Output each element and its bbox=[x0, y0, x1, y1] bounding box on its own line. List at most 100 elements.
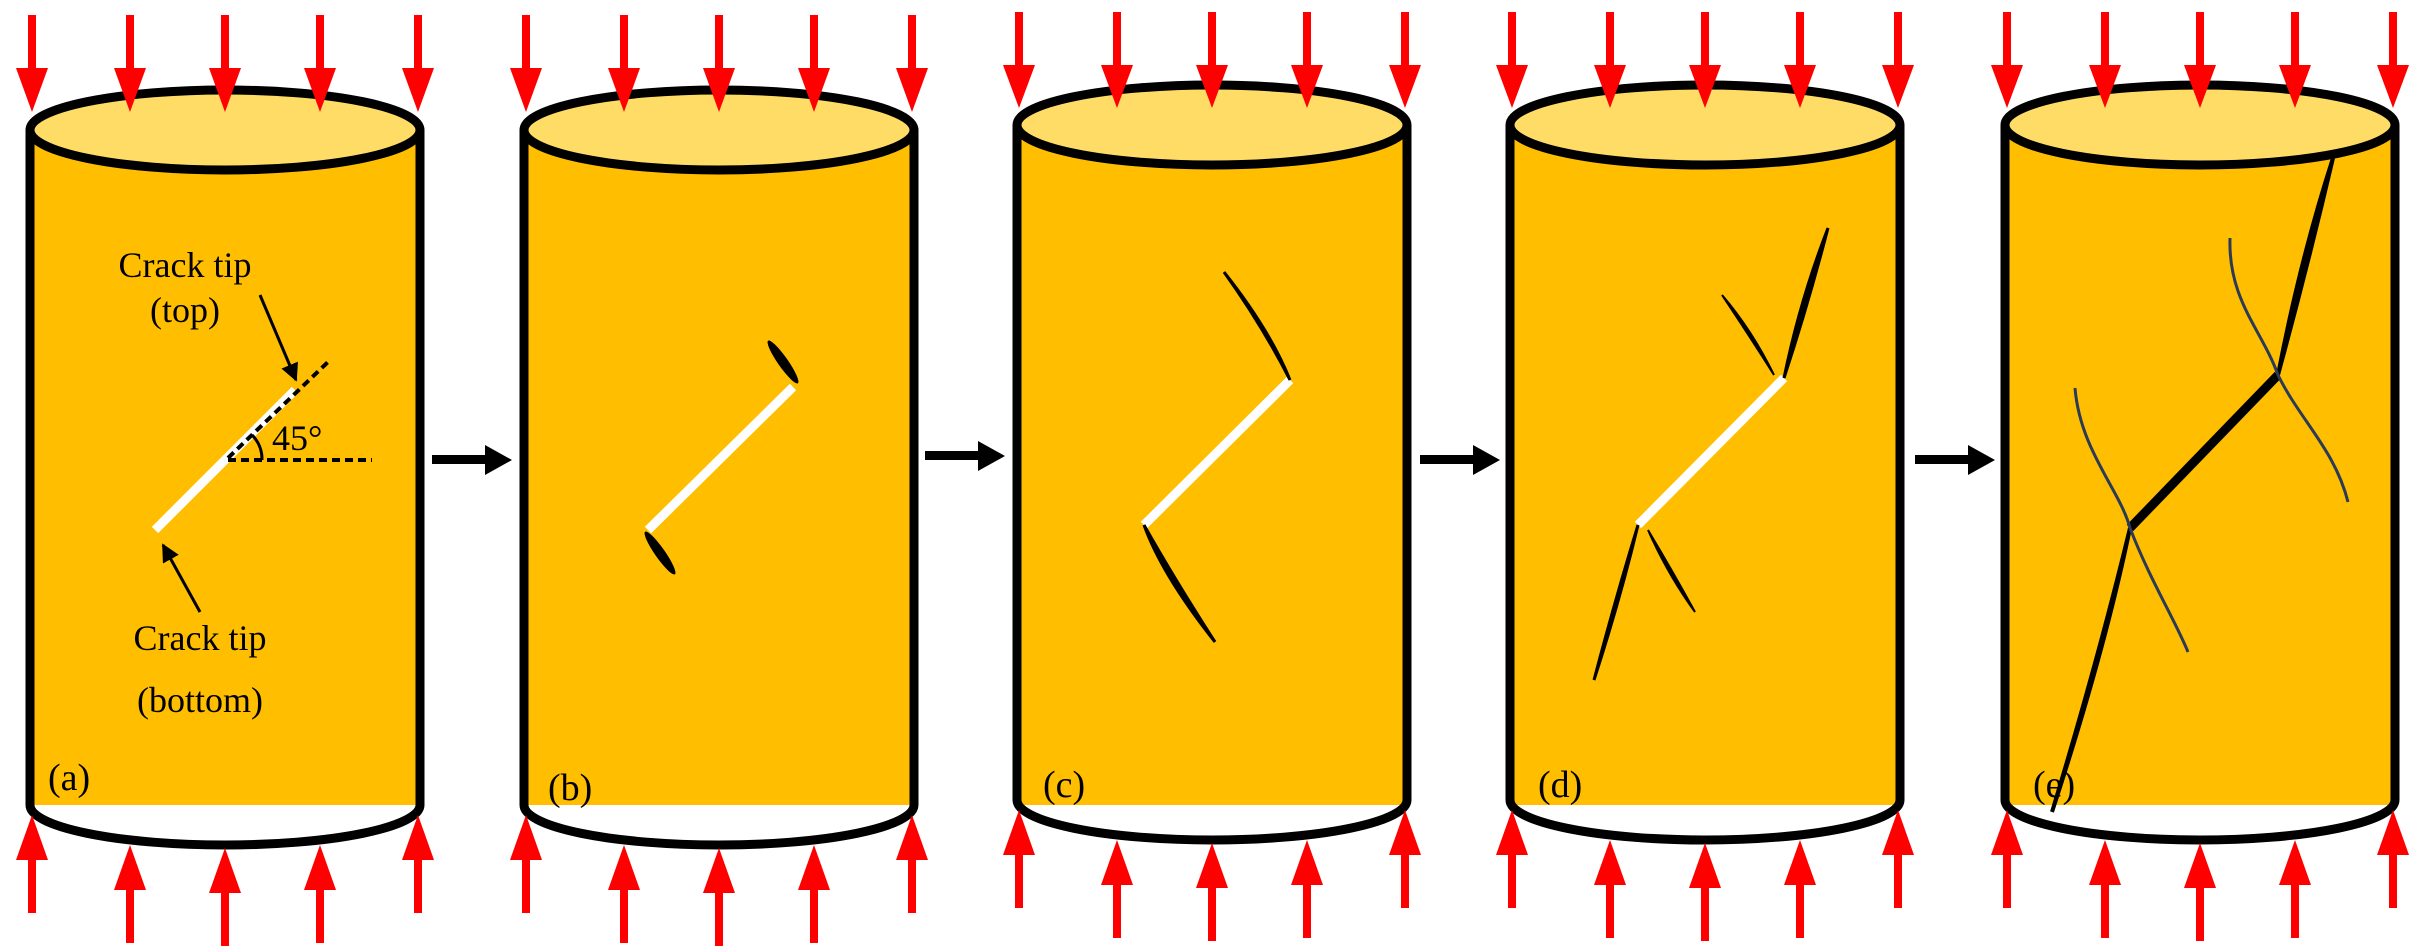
panel-label: (e) bbox=[2033, 764, 2075, 806]
red-compression-arrow-icon bbox=[2279, 12, 2311, 108]
red-compression-arrow-icon bbox=[209, 848, 241, 946]
red-compression-arrow-icon bbox=[1991, 12, 2023, 108]
cylinder-outline bbox=[1012, 125, 1412, 845]
cylinder-d bbox=[1505, 80, 1905, 845]
red-compression-arrow-icon bbox=[798, 15, 830, 112]
cylinder-body bbox=[524, 130, 914, 805]
panel-a: 45° Crack tip (top) Crack tip (bottom) (… bbox=[16, 15, 434, 946]
red-compression-arrow-icon bbox=[1101, 840, 1133, 938]
red-compression-arrow-icon bbox=[2184, 843, 2216, 941]
red-compression-arrow-icon bbox=[1594, 840, 1626, 938]
crack-tip-top-label-line2: (top) bbox=[150, 290, 220, 330]
panel-label: (b) bbox=[548, 767, 592, 809]
wing-crack-top bbox=[2276, 157, 2335, 376]
red-compression-arrow-icon bbox=[1594, 12, 1626, 108]
cylinder-b bbox=[519, 85, 919, 850]
black-right-arrow-icon bbox=[432, 445, 512, 475]
wing-crack-bottom bbox=[1142, 524, 1217, 643]
crack-tip-bottom-pointer bbox=[161, 543, 202, 613]
cylinder-outline bbox=[1505, 125, 1905, 845]
angle-label: 45° bbox=[272, 418, 322, 458]
cylinder-c bbox=[1012, 80, 1412, 845]
panel-e: (e) bbox=[1991, 12, 2409, 941]
red-compression-arrow-icon bbox=[1496, 12, 1528, 108]
cylinder-body bbox=[30, 130, 420, 805]
red-compression-arrow-icon bbox=[2089, 840, 2121, 938]
panel-label: (a) bbox=[48, 757, 90, 799]
red-compression-arrow-icon bbox=[402, 15, 434, 112]
red-compression-arrow-icon bbox=[703, 15, 735, 112]
panel-c: (c) bbox=[1003, 12, 1421, 941]
red-compression-arrow-icon bbox=[1003, 810, 1035, 908]
angle-arc bbox=[250, 433, 264, 461]
cylinder-outline bbox=[25, 130, 425, 850]
black-right-arrow-icon bbox=[925, 441, 1005, 471]
bottom-load-arrows bbox=[1991, 810, 2409, 941]
red-compression-arrow-icon bbox=[114, 845, 146, 943]
flaw-extension-dashed-line bbox=[226, 358, 332, 460]
crack-tip-bottom-label-line1: Crack tip bbox=[134, 618, 267, 658]
bottom-load-arrows bbox=[16, 815, 434, 946]
bottom-load-arrows bbox=[1496, 810, 1914, 941]
red-compression-arrow-icon bbox=[2089, 12, 2121, 108]
bottom-load-arrows bbox=[1003, 810, 1421, 941]
red-compression-arrow-icon bbox=[1689, 12, 1721, 108]
red-compression-arrow-icon bbox=[798, 845, 830, 943]
red-compression-arrow-icon bbox=[1784, 840, 1816, 938]
red-compression-arrow-icon bbox=[1784, 12, 1816, 108]
panel-b: (b) bbox=[510, 15, 928, 946]
panel-d: (d) bbox=[1496, 12, 1914, 941]
red-compression-arrow-icon bbox=[304, 15, 336, 112]
black-right-arrow-icon bbox=[1915, 445, 1995, 475]
panel-label: (c) bbox=[1043, 764, 1085, 806]
red-compression-arrow-icon bbox=[2377, 12, 2409, 108]
crack-tip-top-pointer bbox=[258, 294, 298, 382]
red-compression-arrow-icon bbox=[1389, 810, 1421, 908]
red-compression-arrow-icon bbox=[1003, 12, 1035, 108]
anti-wing-crack-top bbox=[1721, 294, 1775, 376]
red-compression-arrow-icon bbox=[2377, 810, 2409, 908]
red-compression-arrow-icon bbox=[402, 815, 434, 913]
panel-label: (d) bbox=[1538, 764, 1582, 806]
red-compression-arrow-icon bbox=[209, 15, 241, 112]
top-load-arrows bbox=[16, 15, 434, 112]
red-compression-arrow-icon bbox=[114, 15, 146, 112]
red-compression-arrow-icon bbox=[510, 15, 542, 112]
red-compression-arrow-icon bbox=[2279, 840, 2311, 938]
wing-crack-bottom bbox=[644, 531, 676, 575]
red-compression-arrow-icon bbox=[1291, 12, 1323, 108]
cylinder-a bbox=[25, 85, 425, 850]
secondary-crack-lower bbox=[2073, 387, 2190, 653]
red-compression-arrow-icon bbox=[304, 845, 336, 943]
red-compression-arrow-icon bbox=[16, 15, 48, 112]
red-compression-arrow-icon bbox=[1291, 840, 1323, 938]
wing-crack-bottom bbox=[1592, 524, 1640, 681]
red-compression-arrow-icon bbox=[16, 815, 48, 913]
red-compression-arrow-icon bbox=[608, 845, 640, 943]
red-compression-arrow-icon bbox=[1389, 12, 1421, 108]
initial-flaw bbox=[151, 386, 299, 534]
red-compression-arrow-icon bbox=[2184, 12, 2216, 108]
cylinder-outline bbox=[2000, 125, 2400, 845]
red-compression-arrow-icon bbox=[510, 815, 542, 913]
coalesced-flaw bbox=[2126, 371, 2282, 532]
wing-crack-top bbox=[767, 340, 799, 384]
red-compression-arrow-icon bbox=[703, 848, 735, 946]
bottom-load-arrows bbox=[510, 815, 928, 946]
cylinder-body bbox=[1510, 125, 1900, 805]
red-compression-arrow-icon bbox=[1101, 12, 1133, 108]
top-load-arrows bbox=[510, 15, 928, 112]
anti-wing-crack-bottom bbox=[1647, 529, 1696, 613]
top-load-arrows bbox=[1496, 12, 1914, 108]
initial-flaw bbox=[1140, 376, 1294, 529]
cylinder-e bbox=[2000, 80, 2400, 845]
top-load-arrows bbox=[1991, 12, 2409, 108]
crack-tip-top-label-line1: Crack tip bbox=[119, 245, 252, 285]
cylinder-body bbox=[1017, 125, 1407, 805]
red-compression-arrow-icon bbox=[896, 15, 928, 112]
wing-crack-top bbox=[1782, 227, 1830, 379]
secondary-crack-upper bbox=[2228, 237, 2350, 503]
black-right-arrow-icon bbox=[1420, 445, 1500, 475]
initial-flaw bbox=[1634, 374, 1788, 529]
